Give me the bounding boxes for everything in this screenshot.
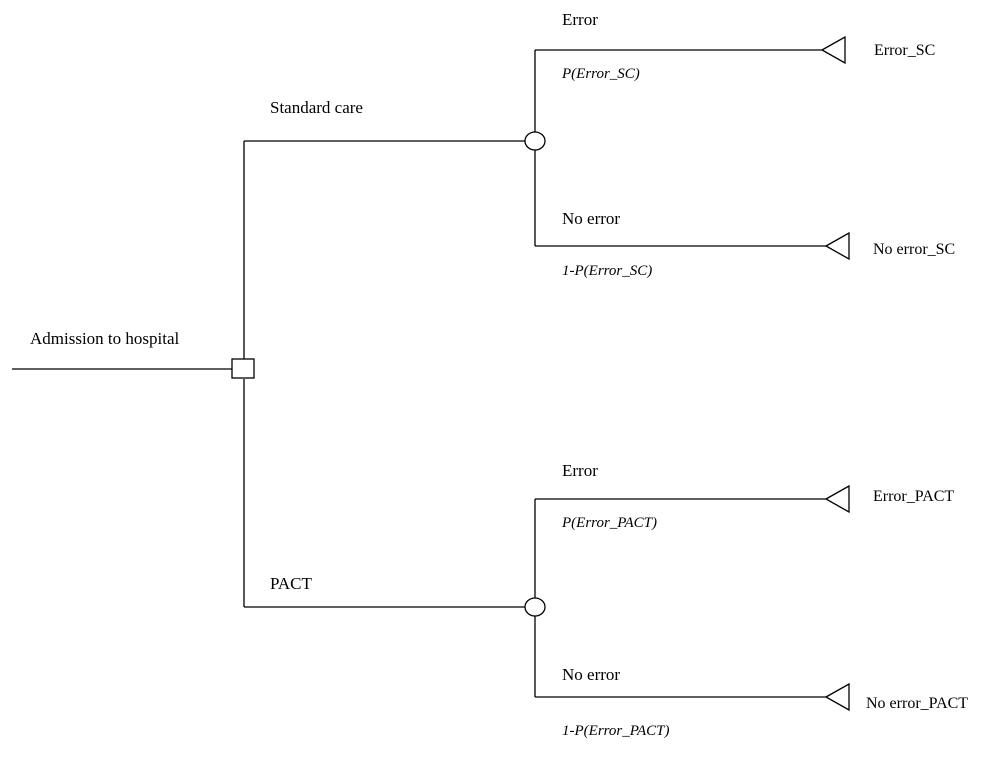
terminal-pact-error-label: Error_PACT: [873, 488, 954, 505]
outcome-sc-error-label: Error: [562, 10, 598, 29]
outcome-sc-error-probability: P(Error_SC): [561, 66, 640, 82]
terminal-sc-error-label: Error_SC: [874, 42, 935, 59]
outcome-pact-no-error-label: No error: [562, 665, 620, 684]
decision-node: [231, 358, 255, 379]
terminal-sc-no-error-label: No error_SC: [873, 241, 955, 258]
outcome-sc-no-error-probability: 1-P(Error_SC): [562, 263, 652, 279]
terminal-node-sc-error: [820, 35, 846, 65]
terminal-node-sc-no-error: [824, 231, 850, 261]
outcome-pact-error-probability: P(Error_PACT): [561, 515, 657, 531]
outcome-pact-no-error-probability: 1-P(Error_PACT): [562, 723, 670, 739]
chance-node-standard-care: [524, 131, 546, 151]
chance-node-pact: [524, 597, 546, 617]
outcome-pact-error-label: Error: [562, 461, 598, 480]
terminal-pact-no-error-label: No error_PACT: [866, 695, 968, 712]
branch-standard-care-label: Standard care: [270, 98, 363, 117]
terminal-node-pact-error: [824, 484, 850, 514]
root-label: Admission to hospital: [30, 329, 180, 348]
branch-pact-label: PACT: [270, 574, 313, 593]
terminal-node-pact-no-error: [824, 682, 850, 712]
outcome-sc-no-error-label: No error: [562, 209, 620, 228]
